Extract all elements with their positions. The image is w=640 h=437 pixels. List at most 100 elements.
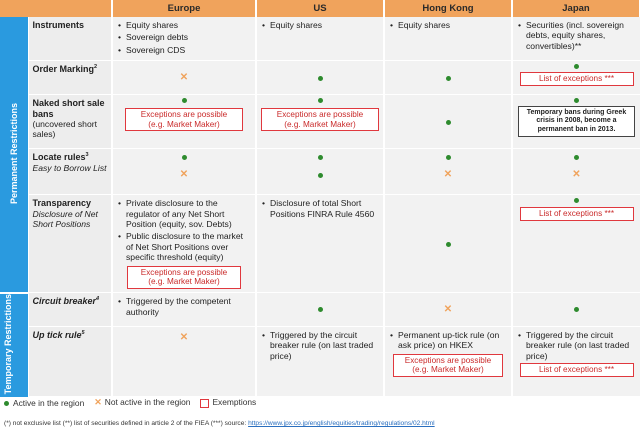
category-temporary: Temporary Restrictions (0, 291, 29, 397)
instruments-hk: Equity shares (383, 17, 512, 62)
transparency-europe: Private disclosure to the regulator of a… (111, 194, 256, 294)
list-item: Public disclosure to the market of Net S… (118, 231, 250, 262)
legend-not-active: ✕Not active in the region (94, 397, 191, 407)
naked-japan: Temporary bans during Greek crisis in 20… (511, 94, 640, 150)
exemption-box: Exceptions are possible (e.g. Market Mak… (125, 108, 243, 132)
active-dot-icon (317, 173, 323, 179)
row-label-order-marking: Order Marking2 (28, 60, 112, 96)
list-item: Triggered by the competent authority (118, 296, 250, 317)
active-dot-icon (317, 75, 323, 81)
list-item: Equity shares (390, 20, 506, 31)
uptick-us: Triggered by the circuit breaker rule (o… (255, 326, 384, 398)
list-item: Private disclosure to the regulator of a… (118, 198, 250, 229)
instruments-japan: Securities (incl. sovereign debts, equit… (511, 17, 640, 62)
list-item: Securities (incl. sovereign debts, equit… (518, 20, 635, 51)
col-header-hong-kong: Hong Kong (384, 0, 513, 17)
row-label-uptick: Up tick rule5 (28, 326, 112, 398)
exemption-box: Exceptions are possible (e.g. Market Mak… (127, 265, 241, 289)
active-dot-icon (4, 400, 9, 406)
locate-japan: ✕ (511, 148, 640, 196)
locate-us (255, 148, 384, 196)
header-blank (0, 0, 113, 17)
exemption-square-icon (200, 398, 210, 408)
note-box: Temporary bans during Greek crisis in 20… (518, 106, 635, 137)
order-marking-hk (383, 60, 512, 96)
col-header-japan: Japan (512, 0, 640, 17)
active-dot-icon (574, 155, 579, 161)
list-item: Triggered by the circuit breaker rule (o… (518, 330, 635, 361)
list-item: Disclosure of total Short Positions FINR… (262, 198, 378, 219)
exemption-box: List of exceptions *** (519, 207, 634, 221)
footnote: (*) not exclusive list (**) list of secu… (4, 420, 435, 427)
not-active-icon: ✕ (443, 303, 453, 315)
row-uptick: Up tick rule5 ✕ Triggered by the circuit… (0, 326, 640, 398)
transparency-us: Disclosure of total Short Positions FINR… (255, 194, 384, 294)
category-permanent: Permanent Restrictions (0, 17, 29, 293)
active-dot-icon (574, 307, 579, 313)
list-item: Permanent up-tick rule (on ask price) on… (390, 330, 506, 351)
restrictions-table: Europe US Hong Kong Japan Permanent Rest… (0, 0, 640, 397)
exemption-box: Exceptions are possible (e.g. Market Mak… (393, 353, 503, 377)
naked-hk (383, 94, 512, 150)
transparency-hk (383, 194, 512, 294)
row-naked-short: Naked short sale bans(uncovered short sa… (0, 94, 640, 150)
active-dot-icon (445, 75, 451, 81)
list-item: Triggered by the circuit breaker rule (o… (262, 330, 378, 361)
circuit-europe: Triggered by the competent authority (111, 292, 256, 327)
row-label-naked-short: Naked short sale bans(uncovered short sa… (28, 94, 112, 150)
col-header-us: US (256, 0, 385, 17)
list-item: Sovereign CDS (118, 45, 250, 56)
active-dot-icon (317, 98, 323, 104)
legend-active: Active in the region (4, 398, 84, 408)
col-header-europe: Europe (112, 0, 257, 17)
not-active-icon: ✕ (179, 72, 189, 84)
uptick-hk: Permanent up-tick rule (on ask price) on… (383, 326, 512, 398)
order-marking-us (255, 60, 384, 96)
active-dot-icon (445, 119, 451, 125)
row-instruments: Permanent Restrictions Instruments Equit… (0, 17, 640, 293)
row-label-circuit-breaker: Circuit breaker4 (28, 292, 112, 327)
row-circuit-breaker: Temporary Restrictions Circuit breaker4 … (0, 291, 640, 397)
active-dot-icon (445, 155, 451, 161)
not-active-icon: ✕ (443, 169, 453, 181)
exemption-box: List of exceptions *** (519, 72, 634, 86)
list-item: Sovereign debts (118, 32, 250, 43)
legend-exemptions: Exemptions (200, 397, 256, 408)
not-active-icon: ✕ (179, 331, 189, 343)
active-dot-icon (574, 98, 579, 104)
row-order-marking: Order Marking2 ✕ List of exceptions *** (0, 60, 640, 96)
list-item: Equity shares (118, 20, 250, 31)
circuit-japan (511, 292, 640, 327)
naked-europe: Exceptions are possible (e.g. Market Mak… (111, 94, 256, 150)
active-dot-icon (181, 98, 187, 104)
order-marking-japan: List of exceptions *** (511, 60, 640, 96)
restrictions-table-wrapper: Europe US Hong Kong Japan Permanent Rest… (0, 0, 640, 397)
order-marking-europe: ✕ (111, 60, 256, 96)
not-active-icon: ✕ (94, 397, 102, 407)
circuit-hk: ✕ (383, 292, 512, 327)
active-dot-icon (574, 64, 579, 70)
source-link[interactable]: https://www.jpx.co.jp/english/equities/t… (248, 420, 435, 427)
row-label-instruments: Instruments (28, 17, 112, 62)
active-dot-icon (317, 155, 323, 161)
legend: Active in the region ✕Not active in the … (4, 397, 256, 408)
uptick-japan: Triggered by the circuit breaker rule (o… (511, 326, 640, 398)
locate-hk: ✕ (383, 148, 512, 196)
instruments-europe: Equity shares Sovereign debts Sovereign … (111, 17, 256, 62)
naked-us: Exceptions are possible (e.g. Market Mak… (255, 94, 384, 150)
locate-europe: ✕ (111, 148, 256, 196)
active-dot-icon (317, 307, 323, 313)
exemption-box: List of exceptions *** (519, 363, 634, 377)
header-row: Europe US Hong Kong Japan (0, 0, 640, 17)
list-item: Equity shares (262, 20, 378, 31)
active-dot-icon (574, 198, 579, 204)
circuit-us (255, 292, 384, 327)
footnote-text: (*) not exclusive list (**) list of secu… (4, 420, 249, 427)
exemption-box: Exceptions are possible (e.g. Market Mak… (261, 108, 379, 132)
not-active-icon: ✕ (572, 169, 581, 181)
active-dot-icon (181, 155, 187, 161)
